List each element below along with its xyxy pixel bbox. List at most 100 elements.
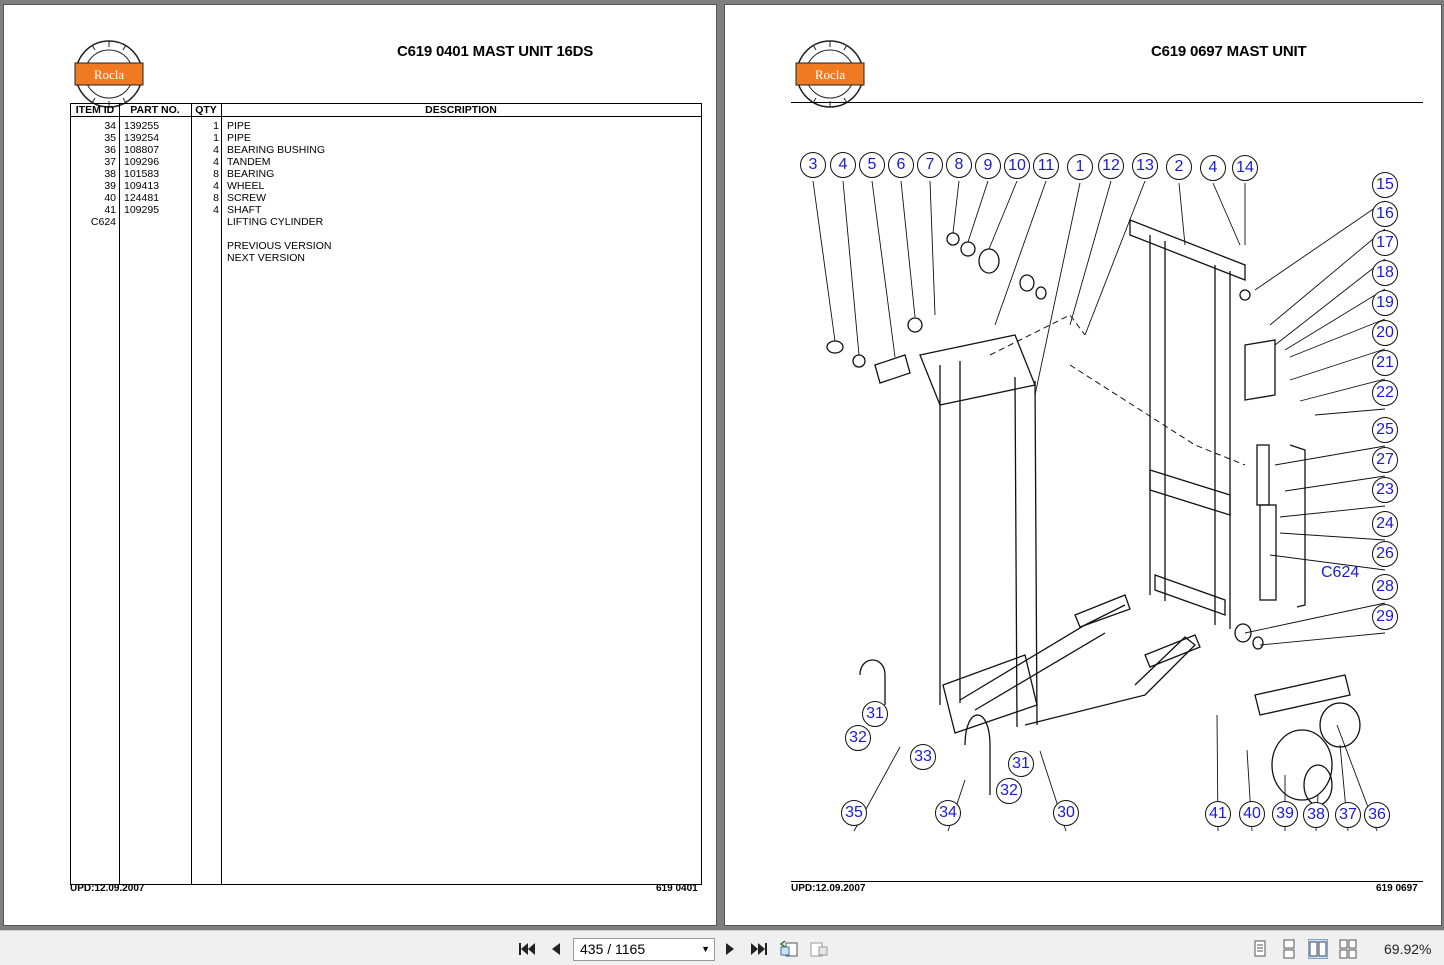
description-cell: BEARING bbox=[227, 168, 275, 180]
callout-bubble: 41 bbox=[1205, 801, 1231, 827]
col-qty: QTY bbox=[195, 104, 217, 116]
rocla-logo: Rocla bbox=[795, 40, 865, 108]
page-number-field[interactable]: 435 / 1165 ▼ bbox=[573, 938, 715, 961]
callout-bubble: 31 bbox=[862, 701, 888, 727]
callout-bubble: 24 bbox=[1372, 511, 1398, 537]
callout-bubble: 40 bbox=[1239, 801, 1265, 827]
qty-cell: 4 bbox=[213, 144, 219, 156]
document-viewer[interactable]: Rocla C619 0401 MAST UNIT 16DS ITEM ID P… bbox=[0, 0, 1444, 930]
callout-bubble: 32 bbox=[845, 725, 871, 751]
part-no-cell: 101583 bbox=[124, 168, 160, 180]
callout-bubble: 38 bbox=[1303, 802, 1329, 828]
left-page: Rocla C619 0401 MAST UNIT 16DS ITEM ID P… bbox=[3, 4, 717, 926]
description-cell: SCREW bbox=[227, 192, 267, 204]
col-part-no: PART NO. bbox=[130, 104, 180, 116]
callout-bubble: 3 bbox=[800, 152, 826, 178]
callout-bubble: 8 bbox=[946, 152, 972, 178]
viewer-toolbar: 435 / 1165 ▼ 69.92% bbox=[0, 930, 1444, 965]
callout-bubble: 18 bbox=[1372, 260, 1398, 286]
callout-bubble: 27 bbox=[1372, 447, 1398, 473]
footer-code: 619 0697 bbox=[1376, 883, 1418, 894]
table-row bbox=[71, 228, 701, 240]
col-description: DESCRIPTION bbox=[425, 104, 497, 116]
qty-cell: 4 bbox=[213, 180, 219, 192]
description-cell: BEARING BUSHING bbox=[227, 144, 326, 156]
part-no-cell: 109295 bbox=[124, 204, 160, 216]
callout-bubble: 2 bbox=[1166, 154, 1192, 180]
description-cell: PIPE bbox=[227, 120, 251, 132]
callout-bubble: 33 bbox=[910, 744, 936, 770]
description-cell: PIPE bbox=[227, 132, 251, 144]
single-page-view-icon[interactable] bbox=[1250, 939, 1270, 959]
callout-bubble: 35 bbox=[841, 800, 867, 826]
callout-bubble: 36 bbox=[1364, 802, 1390, 828]
chevron-down-icon[interactable]: ▼ bbox=[701, 944, 710, 954]
callout-bubble: 19 bbox=[1372, 290, 1398, 316]
callout-bubble: 1 bbox=[1067, 154, 1093, 180]
item-id-cell: 35 bbox=[104, 132, 116, 144]
go-forward-icon[interactable] bbox=[808, 938, 830, 960]
qty-cell: 1 bbox=[213, 120, 219, 132]
callout-bubble: 23 bbox=[1372, 477, 1398, 503]
part-no-cell: 109413 bbox=[124, 180, 160, 192]
last-page-icon[interactable] bbox=[748, 938, 770, 960]
part-no-cell: 139255 bbox=[124, 120, 160, 132]
callout-bubble: 22 bbox=[1372, 380, 1398, 406]
callout-bubble: 13 bbox=[1132, 153, 1158, 179]
item-id-cell: 37 bbox=[104, 156, 116, 168]
callout-bubble: 14 bbox=[1232, 155, 1258, 181]
qty-cell: 8 bbox=[213, 192, 219, 204]
table-row: NEXT VERSION bbox=[71, 252, 701, 264]
callout-bubble: 26 bbox=[1372, 541, 1398, 567]
callout-bubble: 10 bbox=[1004, 153, 1030, 179]
go-back-icon[interactable] bbox=[778, 938, 800, 960]
callout-bubble: 32 bbox=[996, 778, 1022, 804]
callout-bubble: 6 bbox=[888, 152, 914, 178]
item-id-cell: 41 bbox=[104, 204, 116, 216]
callout-bubble: 29 bbox=[1372, 604, 1398, 630]
callout-bubble: 9 bbox=[975, 153, 1001, 179]
callout-bubble: 15 bbox=[1372, 172, 1398, 198]
description-cell: TANDEM bbox=[227, 156, 271, 168]
next-page-icon[interactable] bbox=[719, 938, 741, 960]
qty-cell: 8 bbox=[213, 168, 219, 180]
table-header: ITEM ID PART NO. QTY DESCRIPTION bbox=[71, 104, 701, 117]
previous-page-icon[interactable] bbox=[545, 938, 567, 960]
col-item-id: ITEM ID bbox=[75, 104, 115, 116]
two-page-continuous-icon[interactable] bbox=[1338, 939, 1358, 959]
callout-bubble: 20 bbox=[1372, 320, 1398, 346]
continuous-view-icon[interactable] bbox=[1279, 939, 1299, 959]
description-cell[interactable]: NEXT VERSION bbox=[227, 252, 305, 264]
callout-bubble: 17 bbox=[1372, 230, 1398, 256]
callout-bubble: 34 bbox=[935, 800, 961, 826]
callout-bubble: 7 bbox=[917, 152, 943, 178]
callout-bubble: 11 bbox=[1033, 153, 1059, 179]
callout-bubble: 4 bbox=[830, 152, 856, 178]
two-page-view-icon[interactable] bbox=[1308, 939, 1328, 959]
svg-text:Rocla: Rocla bbox=[94, 67, 125, 82]
callout-bubble: 31 bbox=[1008, 751, 1034, 777]
part-no-cell: 124481 bbox=[124, 192, 160, 204]
qty-cell: 1 bbox=[213, 132, 219, 144]
description-cell[interactable]: PREVIOUS VERSION bbox=[227, 240, 332, 252]
page-indicator: 435 / 1165 bbox=[580, 941, 646, 957]
first-page-icon[interactable] bbox=[516, 938, 538, 960]
cylinder-label: C624 bbox=[1321, 564, 1360, 581]
qty-cell: 4 bbox=[213, 204, 219, 216]
callout-bubble: 28 bbox=[1372, 574, 1398, 600]
callout-bubble: 5 bbox=[859, 152, 885, 178]
description-cell: SHAFT bbox=[227, 204, 262, 216]
description-cell: LIFTING CYLINDER bbox=[227, 216, 324, 228]
callout-bubble: 37 bbox=[1335, 802, 1361, 828]
footer-code: 619 0401 bbox=[656, 883, 698, 894]
right-page: Rocla C619 0697 MAST UNIT bbox=[724, 4, 1442, 926]
callout-bubble: 16 bbox=[1372, 201, 1398, 227]
zoom-level[interactable]: 69.92% bbox=[1384, 941, 1432, 957]
